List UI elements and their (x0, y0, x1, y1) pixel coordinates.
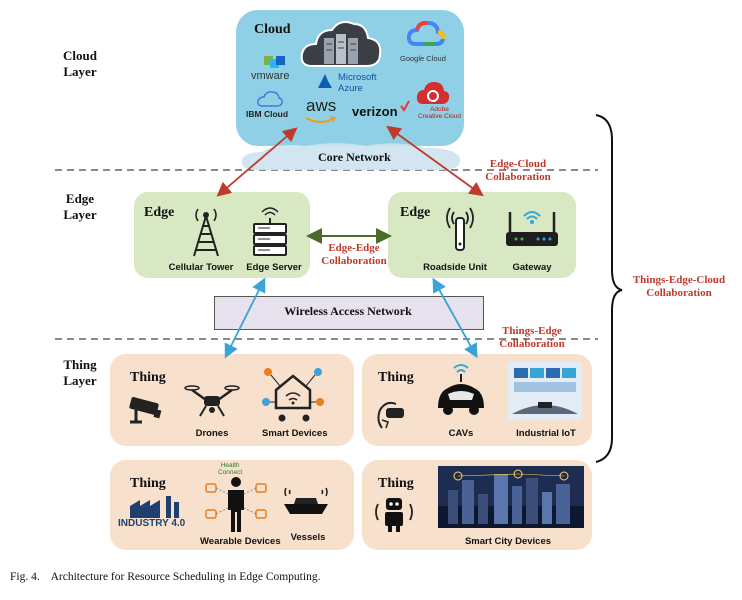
vessel-icon (284, 487, 328, 514)
edge-edge-collaboration-label: Edge-Edge Collaboration (321, 242, 387, 267)
security-camera-icon (129, 397, 162, 424)
google-cloud-label: Google Cloud (400, 54, 446, 63)
edge-server-icon (253, 207, 287, 256)
datacenter-cloud-icon (300, 21, 382, 67)
things-edge-cloud-brace (595, 114, 623, 463)
adobe-creative-cloud-icon (416, 82, 450, 104)
health-connect-label: Health Connect (218, 462, 243, 476)
thing-box-2-title: Thing (378, 370, 414, 385)
edge-cloud-arrow-right (386, 125, 484, 197)
smart-city-image (438, 466, 584, 528)
vessels-label: Vessels (290, 532, 326, 543)
industrial-iot-label: Industrial IoT (516, 428, 576, 439)
thing-layer-label: Thing Layer (63, 357, 97, 388)
vr-headset-icon (377, 401, 404, 429)
ibm-cloud-label: IBM Cloud (246, 109, 289, 119)
adobe-label: Adobe Creative Cloud (418, 106, 461, 120)
cav-car-icon (438, 364, 484, 415)
edge-right-title: Edge (400, 205, 431, 220)
gateway-label: Gateway (512, 262, 552, 273)
smart-city-devices-label: Smart City Devices (464, 536, 552, 547)
azure-icon (318, 74, 332, 88)
smart-devices-icon (262, 368, 324, 422)
things-edge-collaboration-label: Things-Edge Collaboration (499, 325, 565, 350)
roadside-unit-icon (446, 207, 474, 251)
thing-box-3-title: Thing (130, 476, 166, 491)
drone-icon (184, 385, 240, 417)
robot-icon (375, 498, 413, 532)
industry-4-0-label: INDUSTRY 4.0 (118, 518, 186, 529)
drones-label: Drones (195, 428, 229, 439)
edge-left-title: Edge (144, 205, 175, 220)
things-edge-cloud-collaboration-label: Things-Edge-Cloud Collaboration (632, 274, 726, 299)
smart-devices-label: Smart Devices (262, 428, 328, 439)
edge-layer-label: Edge Layer (63, 191, 97, 222)
edge-cloud-collaboration-label: Edge-Cloud Collaboration (485, 158, 551, 183)
thing-box-top-left (110, 354, 354, 446)
cellular-tower-label: Cellular Tower (168, 262, 234, 273)
aws-label: aws (306, 96, 337, 115)
figure-caption: Fig. 4. Architecture for Resource Schedu… (10, 571, 321, 583)
aws-smile-icon (305, 116, 337, 123)
core-network-label: Core Network (318, 150, 391, 164)
cavs-label: CAVs (448, 428, 474, 439)
wireless-access-network-label: Wireless Access Network (284, 304, 412, 318)
edge-server-label: Edge Server (246, 262, 302, 273)
verizon-check-icon (400, 100, 410, 112)
google-cloud-icon (406, 20, 446, 46)
things-edge-arrow-right (432, 277, 478, 359)
cloud-title: Cloud (254, 22, 291, 37)
wearable-person-icon (205, 477, 267, 532)
azure-label: Microsoft Azure (338, 72, 377, 94)
things-edge-arrow-left (224, 277, 266, 359)
roadside-unit-label: Roadside Unit (423, 262, 487, 273)
industrial-iot-icon (508, 362, 582, 420)
thing-box-1-title: Thing (130, 370, 166, 385)
vmware-icon (264, 56, 285, 68)
wearable-devices-label: Wearable Devices (200, 536, 281, 547)
factory-icon (130, 496, 179, 518)
cellular-tower-icon (193, 208, 219, 257)
cloud-layer-label: Cloud Layer (63, 48, 97, 79)
vmware-label: vmware (251, 70, 290, 82)
verizon-label: verizon (352, 104, 398, 119)
thing-box-4-title: Thing (378, 476, 414, 491)
edge-cloud-arrow-left (216, 127, 298, 197)
ibm-cloud-icon (257, 91, 283, 107)
gateway-router-icon (506, 211, 558, 246)
